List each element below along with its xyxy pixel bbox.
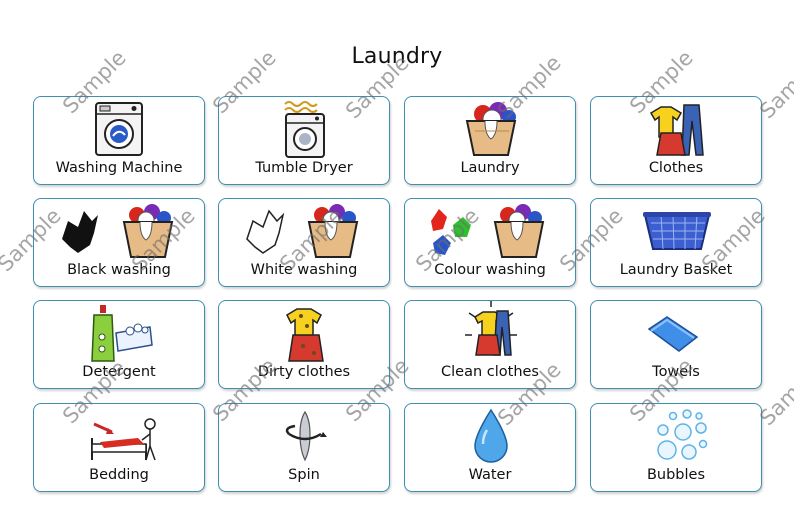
detergent-icon (91, 305, 153, 362)
card-label: White washing (250, 262, 358, 278)
card-label: Water (468, 467, 512, 483)
card-label: Washing Machine (55, 160, 183, 176)
washing-machine-icon (95, 102, 143, 156)
card-label: Bedding (89, 467, 149, 483)
card-detergent[interactable]: Detergent (33, 300, 205, 389)
card-label: Black washing (67, 262, 171, 278)
towel-icon (647, 316, 699, 352)
laundry-basket-full-icon (465, 102, 517, 156)
dirty-clothes-icon (286, 308, 324, 362)
card-towels[interactable]: Towels (590, 300, 762, 389)
card-label: Bubbles (646, 467, 706, 483)
spin-icon (285, 410, 327, 462)
card-label: Clothes (648, 160, 704, 176)
clothes-icon (649, 104, 704, 156)
card-tumble-dryer[interactable]: Tumble Dryer (218, 96, 390, 185)
colour-washing-icon (431, 204, 545, 258)
white-washing-icon (246, 204, 359, 258)
bedding-icon (91, 418, 156, 461)
card-colour-washing[interactable]: Colour washing (404, 198, 576, 287)
card-laundry-basket[interactable]: Laundry Basket (590, 198, 762, 287)
water-drop-icon (474, 408, 508, 463)
card-label: Clean clothes (441, 364, 539, 380)
card-water[interactable]: Water (404, 403, 576, 492)
bubbles-icon (657, 409, 708, 460)
black-washing-icon (62, 204, 174, 258)
card-bubbles[interactable]: Bubbles (590, 403, 762, 492)
card-dirty-clothes[interactable]: Dirty clothes (218, 300, 390, 389)
card-label: Tumble Dryer (255, 160, 353, 176)
laundry-basket-icon (643, 212, 711, 250)
card-washing-machine[interactable]: Washing Machine (33, 96, 205, 185)
card-label: Spin (288, 467, 320, 483)
card-bedding[interactable]: Bedding (33, 403, 205, 492)
card-label: Dirty clothes (257, 364, 351, 380)
card-spin[interactable]: Spin (218, 403, 390, 492)
clean-clothes-icon (465, 301, 517, 356)
card-laundry[interactable]: Laundry (404, 96, 576, 185)
tumble-dryer-icon (284, 101, 325, 158)
card-label: Laundry (460, 160, 520, 176)
card-label: Colour washing (434, 262, 546, 278)
card-black-washing[interactable]: Black washing (33, 198, 205, 287)
card-clean-clothes[interactable]: Clean clothes (404, 300, 576, 389)
card-clothes[interactable]: Clothes (590, 96, 762, 185)
card-label: Towels (652, 364, 700, 380)
page-title: Laundry (351, 44, 443, 69)
card-label: Laundry Basket (619, 262, 733, 278)
card-white-washing[interactable]: White washing (218, 198, 390, 287)
card-label: Detergent (82, 364, 156, 380)
